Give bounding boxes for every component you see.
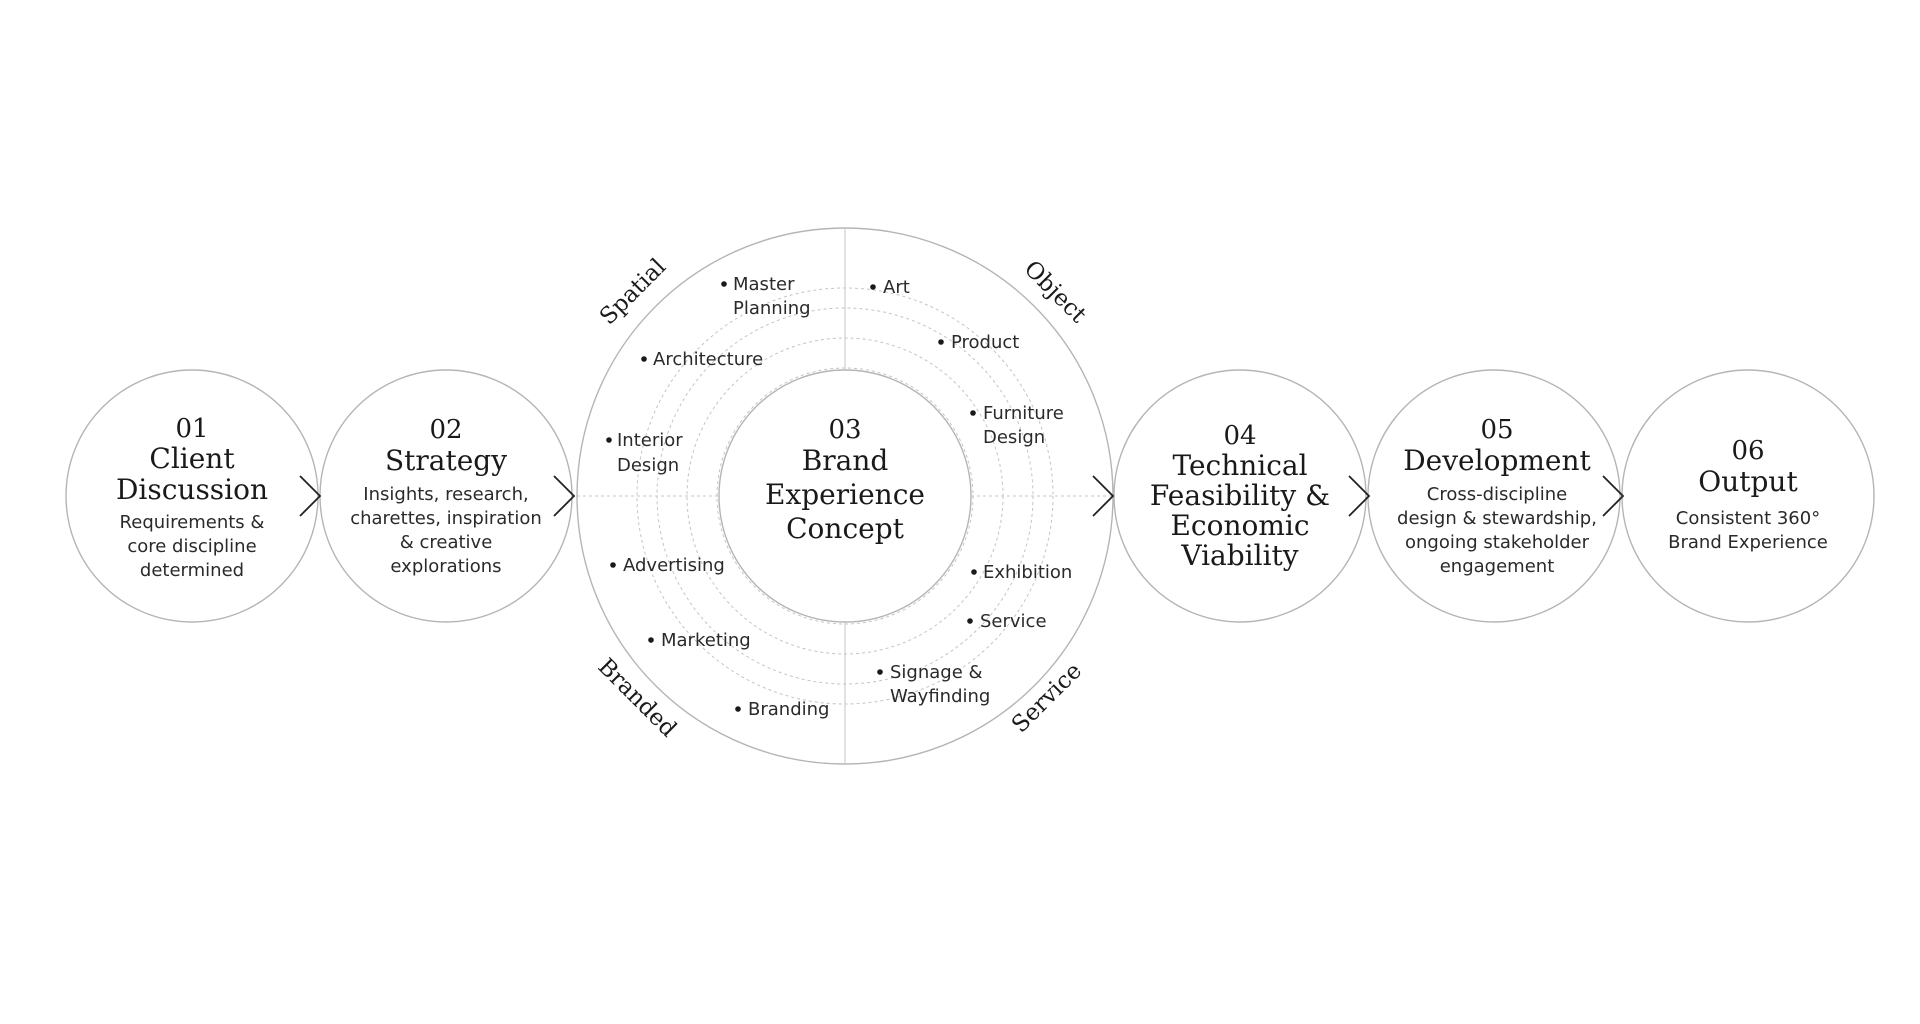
discipline-service: Service: [967, 611, 1047, 632]
step-02: 02 Strategy Insights, research, charette…: [350, 415, 542, 577]
discipline-marketing: Marketing: [648, 630, 751, 651]
step-01-number: 01: [175, 414, 208, 444]
brand-experience-wheel: [576, 227, 1114, 765]
step-02-description-line: Insights, research,: [363, 484, 528, 505]
chevron-right-icon: [1092, 475, 1115, 517]
step-05-description-line: Cross-discipline: [1427, 484, 1567, 505]
bullet-dot: [877, 669, 883, 675]
chevron-right-icon: [1348, 475, 1371, 517]
bullet-dot: [938, 339, 944, 345]
discipline-product: Product: [938, 332, 1019, 353]
discipline-label-line: Art: [883, 277, 910, 298]
step-04-title-line: Economic: [1170, 509, 1309, 542]
discipline-label-line: Design: [617, 455, 679, 476]
step-05-description-line: design & stewardship,: [1397, 508, 1597, 529]
step-01-description-line: core discipline: [127, 536, 256, 557]
discipline-label-line: Interior: [617, 430, 683, 451]
step-05: 05 Development Cross-discipline design &…: [1397, 415, 1597, 577]
step-02-description-line: explorations: [390, 556, 501, 577]
discipline-branding: Branding: [735, 699, 829, 720]
step-05-description-line: engagement: [1440, 556, 1555, 577]
bullet-dot: [970, 410, 976, 416]
chevron-right-icon: [553, 475, 576, 517]
step-06: 06 Output Consistent 360° Brand Experien…: [1668, 436, 1828, 553]
discipline-signage-wayfinding: Signage & Wayfinding: [877, 662, 990, 707]
step-01: 01 Client Discussion Requirements & core…: [116, 414, 268, 581]
bullet-dot: [721, 281, 727, 287]
bullet-dot: [648, 637, 654, 643]
step-03-title-line: Experience: [765, 478, 925, 511]
bullet-dot: [967, 618, 973, 624]
discipline-label-line: Design: [983, 427, 1045, 448]
step-01-description-line: determined: [140, 560, 244, 581]
discipline-interior-design: Interior Design: [606, 430, 683, 476]
discipline-advertising: Advertising: [610, 555, 725, 576]
discipline-label-line: Service: [980, 611, 1047, 632]
step-02-number: 02: [429, 415, 462, 445]
discipline-furniture-design: Furniture Design: [970, 403, 1064, 448]
step-06-title-line: Output: [1698, 465, 1798, 498]
discipline-exhibition: Exhibition: [971, 562, 1072, 583]
quadrant-label-spatial: Spatial: [595, 254, 671, 330]
discipline-label-line: Exhibition: [983, 562, 1072, 583]
discipline-label-line: Branding: [748, 699, 829, 720]
step-04-title-line: Viability: [1180, 539, 1298, 572]
step-02-description-line: & creative: [400, 532, 493, 553]
step-06-description-line: Brand Experience: [1668, 532, 1828, 553]
step-03-circle: [718, 369, 972, 623]
chevron-right-icon: [299, 475, 322, 517]
step-05-number: 05: [1480, 415, 1513, 445]
step-01-description-line: Requirements &: [120, 512, 265, 533]
step-06-number: 06: [1731, 436, 1764, 466]
bullet-dot: [641, 356, 647, 362]
discipline-label-line: Marketing: [661, 630, 751, 651]
step-01-circle: [65, 369, 319, 623]
bullet-dot: [735, 706, 741, 712]
chevron-right-icon: [1602, 475, 1625, 517]
step-03: 03 Brand Experience Concept: [765, 415, 925, 545]
step-03-title-line: Concept: [786, 512, 904, 545]
discipline-label-line: Master: [733, 274, 795, 295]
discipline-master-planning: Master Planning: [721, 274, 811, 319]
step-06-description-line: Consistent 360°: [1676, 508, 1820, 529]
discipline-label-line: Planning: [733, 298, 811, 319]
discipline-architecture: Architecture: [641, 349, 763, 370]
discipline-label-line: Product: [951, 332, 1019, 353]
step-02-title-line: Strategy: [385, 444, 507, 477]
step-03-number: 03: [828, 415, 861, 445]
bullet-dot: [606, 437, 612, 443]
step-04-title-line: Feasibility &: [1150, 479, 1330, 512]
step-02-description-line: charettes, inspiration: [350, 508, 542, 529]
step-04-title-line: Technical: [1172, 449, 1307, 482]
bullet-dot: [610, 562, 616, 568]
step-03-title-line: Brand: [802, 444, 889, 477]
discipline-label-line: Wayfinding: [890, 686, 990, 707]
step-04-number: 04: [1223, 421, 1256, 451]
step-04: 04 Technical Feasibility & Economic Viab…: [1150, 421, 1330, 572]
quadrant-label-object: Object: [1019, 256, 1092, 329]
step-05-description-line: ongoing stakeholder: [1405, 532, 1590, 553]
bullet-dot: [971, 569, 977, 575]
step-01-title-line: Discussion: [116, 473, 268, 506]
bullet-dot: [870, 284, 876, 290]
step-01-title-line: Client: [149, 442, 235, 475]
discipline-art: Art: [870, 277, 910, 298]
discipline-label-line: Advertising: [623, 555, 725, 576]
discipline-label-line: Architecture: [653, 349, 763, 370]
step-05-title-line: Development: [1403, 444, 1591, 477]
quadrant-label-service: Service: [1007, 658, 1087, 738]
discipline-label-line: Signage &: [890, 662, 983, 683]
discipline-label-line: Furniture: [983, 403, 1064, 424]
